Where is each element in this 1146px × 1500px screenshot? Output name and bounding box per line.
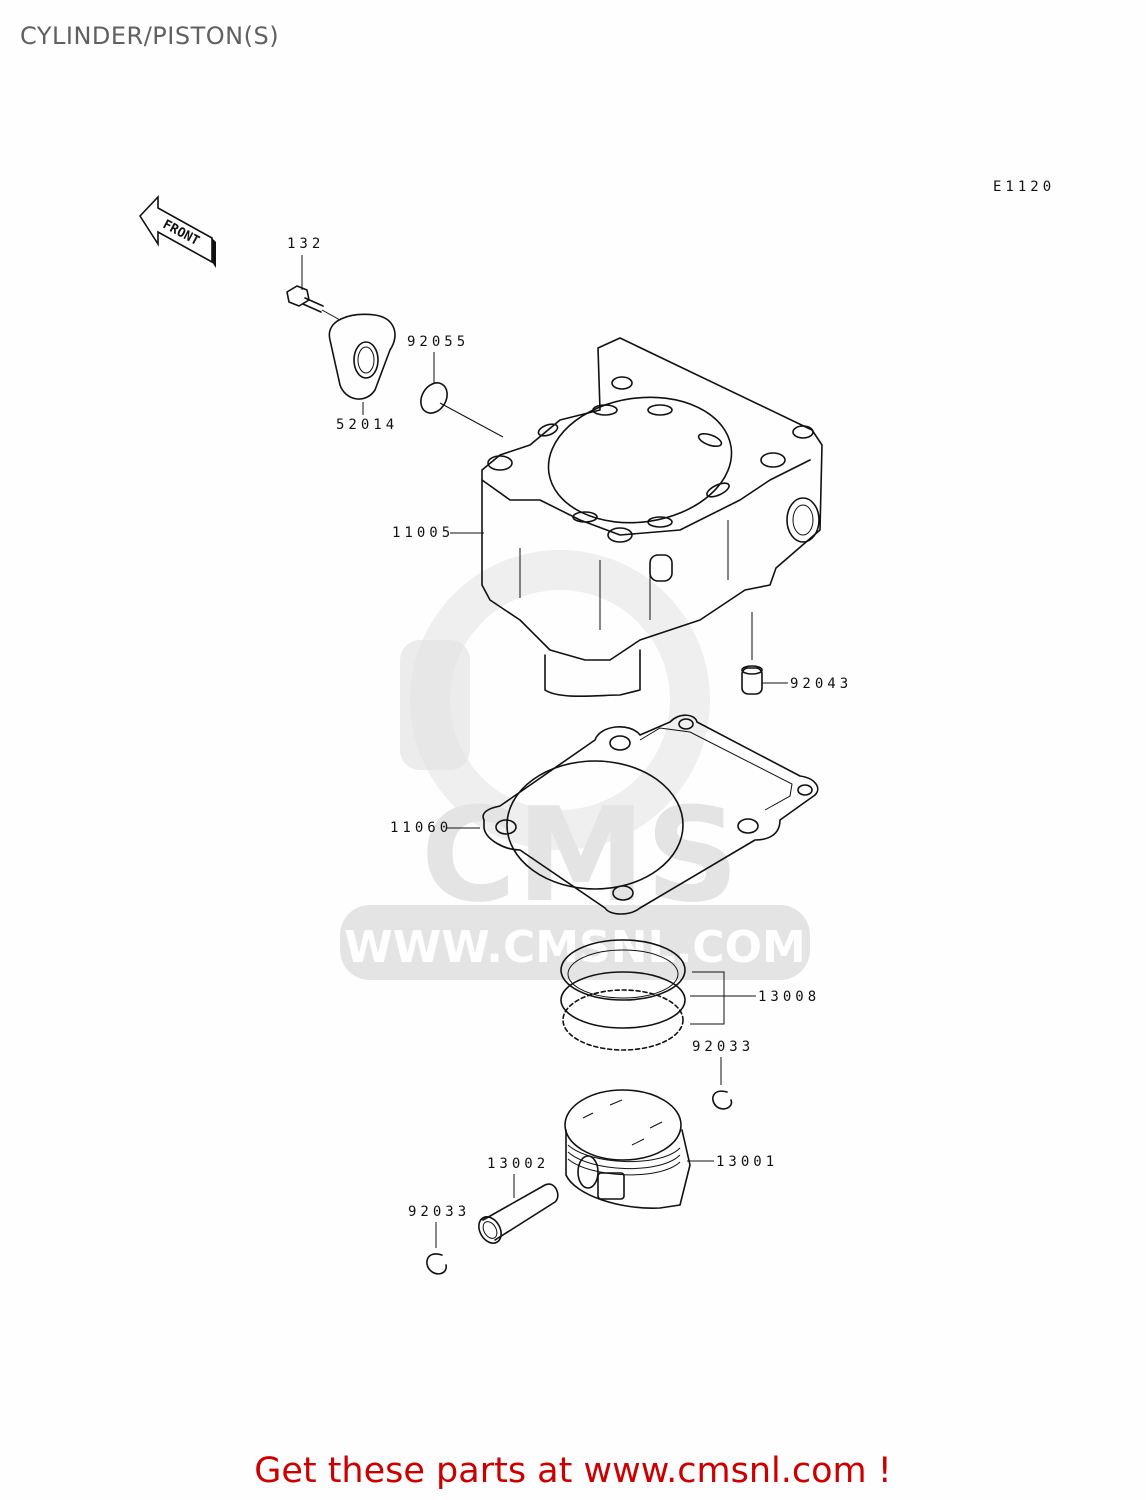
part-11005-cylinder[interactable]: 11005: [392, 337, 823, 698]
part-52014-tensioner[interactable]: 52014: [328, 313, 398, 433]
svg-text:92033: 92033: [408, 1204, 470, 1220]
watermark: CMS WWW.CMSNL.COM: [340, 550, 810, 980]
part-92055-o-ring[interactable]: 92055: [407, 334, 504, 438]
part-13001-piston[interactable]: 13001: [564, 1089, 778, 1209]
part-132-bolt[interactable]: 132: [286, 236, 341, 321]
svg-text:11060: 11060: [390, 820, 452, 836]
part-92033-clip-left[interactable]: 92033: [408, 1204, 470, 1275]
svg-text:11005: 11005: [392, 525, 454, 541]
svg-text:92033: 92033: [692, 1039, 754, 1055]
part-92033-clip-right[interactable]: 92033: [692, 1039, 754, 1110]
part-11060-gasket[interactable]: 11060: [390, 714, 819, 915]
svg-text:132: 132: [287, 236, 324, 252]
svg-text:13008: 13008: [758, 989, 820, 1005]
svg-text:13001: 13001: [716, 1154, 778, 1170]
svg-text:13002: 13002: [487, 1156, 549, 1172]
part-92043-dowel-pin[interactable]: 92043: [741, 612, 852, 695]
diagram-code: E1120: [993, 179, 1055, 195]
page-title: CYLINDER/PISTON(S): [20, 22, 280, 50]
part-13008-piston-rings[interactable]: 13008: [560, 939, 820, 1051]
part-13002-piston-pin[interactable]: 13002: [474, 1156, 559, 1247]
watermark-url: WWW.CMSNL.COM: [344, 922, 806, 973]
footer-cta: Get these parts at www.cmsnl.com !: [0, 1451, 1146, 1491]
footer-link[interactable]: Get these parts at www.cmsnl.com !: [254, 1451, 892, 1491]
svg-text:52014: 52014: [336, 417, 398, 433]
svg-text:92043: 92043: [790, 676, 852, 692]
svg-text:92055: 92055: [407, 334, 469, 350]
front-arrow-icon: FRONT: [138, 194, 216, 268]
